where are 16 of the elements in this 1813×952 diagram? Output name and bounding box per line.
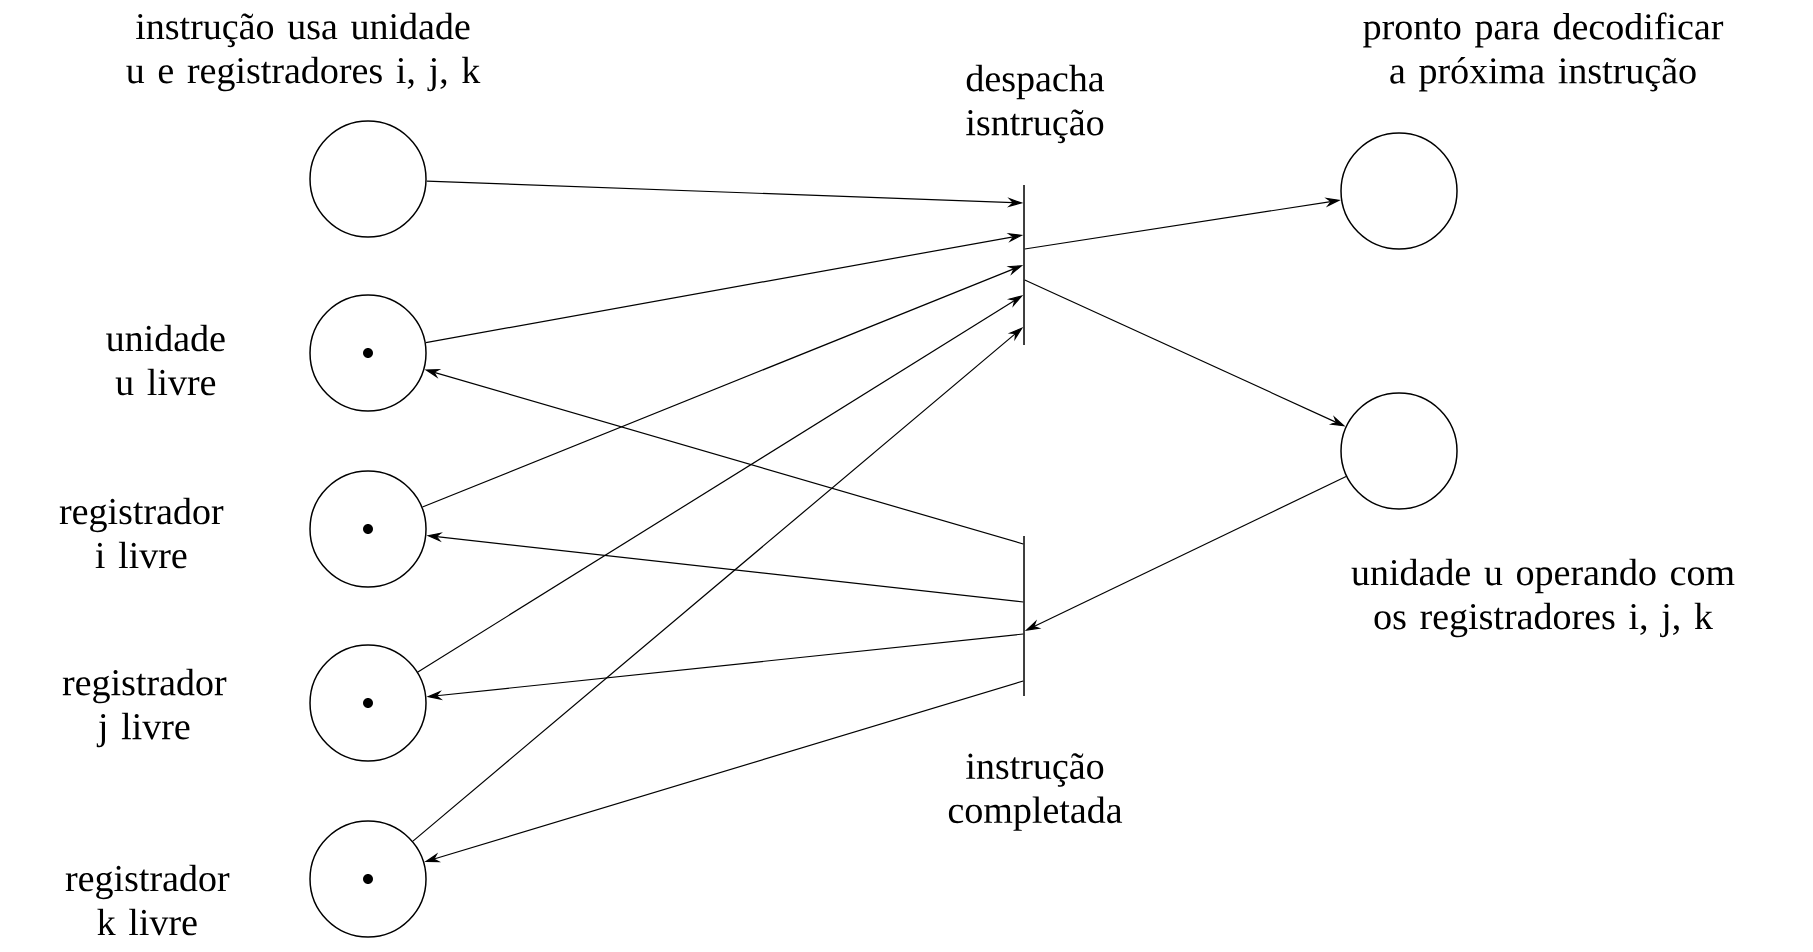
place-circle [1340,132,1458,250]
place-label: unidade u livre [106,324,225,396]
marked-place-circle [309,820,427,938]
marked-place-circle [309,644,427,762]
place-label: pronto para decodificar a próxima instrução [1363,12,1724,92]
place-circle [1340,392,1458,510]
place-label: instrução usa unidade u e registradores i, j, k [126,12,481,92]
place-circle [309,120,427,238]
place-label: registrador i livre [59,497,224,569]
place-label: instrução completada [948,753,1123,831]
place-label: despacha isntrução [966,64,1105,144]
place-label: registrador j livre [62,668,227,748]
place-label: unidade u operando com os registradores i, j, k [1351,558,1735,638]
marked-place-circle [309,470,427,588]
marked-place-circle [309,294,427,412]
place-label: registrador k livre [65,864,230,936]
